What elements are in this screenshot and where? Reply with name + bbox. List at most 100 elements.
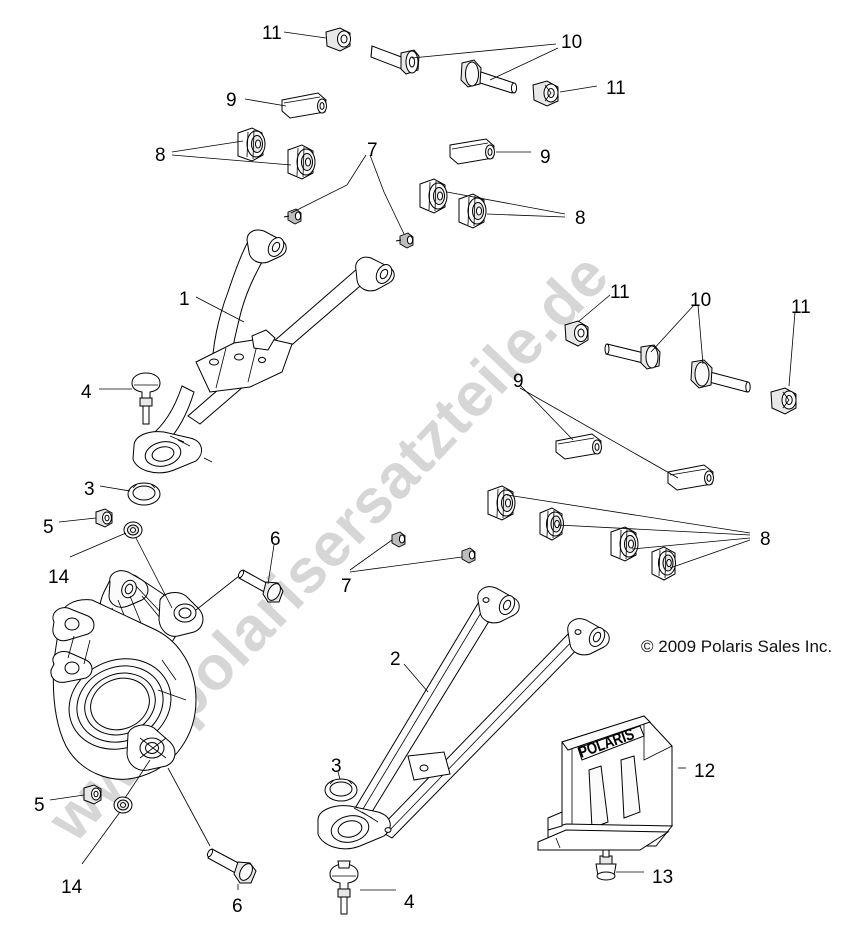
callout-8-upper-left: 8 [155, 145, 166, 166]
leader-11-mid-right [577, 294, 611, 323]
callout-6-upper: 6 [270, 529, 281, 550]
part-upper-control-arm-1 [132, 229, 395, 474]
part-bushing-8-lr-b [539, 507, 564, 541]
leader-7-ub [369, 154, 405, 235]
callout-9-mid-right: 9 [513, 371, 524, 392]
leader-11-top-left [283, 31, 327, 39]
leader-7-la [349, 539, 393, 571]
leader-14-upper [69, 532, 127, 558]
part-washer-14-lower [113, 796, 133, 814]
callout-11-mid-right: 11 [610, 282, 630, 303]
leader-8-lr-b [557, 524, 751, 536]
leader-8-ur-a [446, 191, 566, 215]
part-retaining-ring-3-lower [324, 778, 358, 802]
leader-6-upper [267, 544, 275, 585]
callout-6-lower: 6 [232, 896, 243, 917]
leader-3-lower [337, 771, 341, 780]
callout-11-top-right: 11 [606, 78, 626, 99]
part-steering-knuckle [50, 570, 204, 780]
callout-10-mid-right: 10 [690, 290, 712, 311]
part-sleeve-9-upper-right [449, 138, 495, 165]
callout-9-upper-right: 9 [540, 147, 551, 168]
callout-7-lower: 7 [341, 576, 352, 597]
leader-11-top-right [559, 85, 598, 93]
leader-14-lower [81, 811, 121, 865]
leader-8-ul-a [171, 140, 244, 153]
callout-4-upper: 4 [81, 382, 92, 403]
leader-7-lb [349, 556, 463, 573]
leader-8-lr-d [669, 539, 751, 569]
leader-8-lr-c [631, 537, 751, 550]
part-bushing-8-ur-a [419, 178, 448, 214]
callout-8-lower-right: 8 [760, 529, 771, 550]
callout-3-lower: 3 [331, 756, 342, 777]
part-grease-fitting-7-lb [461, 547, 476, 564]
leader-2 [403, 663, 429, 693]
part-bushing-8-ur-b [458, 193, 487, 229]
callout-1-upper-arm: 1 [179, 289, 190, 310]
part-sleeve-9-mr-b [667, 464, 714, 491]
part-nut-5-lower [83, 784, 102, 805]
part-ball-joint-4-upper [131, 372, 161, 425]
part-bolt-10-mr-a [604, 343, 661, 370]
part-rivet-13 [595, 849, 617, 881]
leader-10-a [411, 43, 557, 59]
callout-11-far-right: 11 [791, 297, 811, 318]
part-sleeve-9-upper-left [281, 92, 327, 119]
leader-6-upper-to-knuckle [195, 575, 240, 611]
part-bolt-6-upper [237, 569, 284, 603]
part-bushing-8-ul-b [287, 144, 316, 180]
leader-11-far-right [788, 311, 796, 387]
leader-6-lower-to-knuckle [167, 767, 211, 847]
part-grease-fitting-7-ub [395, 232, 414, 249]
leader-3-upper [99, 485, 131, 492]
leader-9-mr-b [519, 387, 679, 479]
part-washer-14-upper [123, 521, 143, 539]
callout-14-lower: 14 [61, 877, 83, 898]
part-nut-11-top-left [325, 27, 351, 52]
callout-5-lower: 5 [34, 795, 45, 816]
leader-10-mr-a [650, 304, 695, 353]
leader-10-b [489, 47, 559, 81]
leader-5-upper [58, 517, 97, 523]
copyright-notice: © 2009 Polaris Sales Inc. [641, 637, 833, 656]
part-mud-flap-12: POLARIS [537, 715, 674, 851]
leader-9-upper-left [244, 98, 287, 107]
callout-7-upper: 7 [367, 140, 378, 161]
callout-4-lower: 4 [404, 892, 415, 913]
part-lower-control-arm-2 [317, 586, 610, 850]
callout-11-top-left: 11 [262, 23, 282, 44]
part-grease-fitting-7-la [391, 531, 406, 548]
part-nut-11-far-right [770, 387, 797, 415]
callout-14-upper: 14 [48, 567, 70, 588]
callout-12-mud-flap: 12 [694, 761, 716, 782]
leader-14-lower-to-knuckle [124, 759, 151, 799]
part-ball-joint-4-lower [329, 860, 359, 915]
part-nut-11-mid-right [564, 320, 589, 347]
leader-1 [195, 296, 245, 323]
leader-knuckle-upper-mount [135, 537, 173, 609]
callout-3-upper: 3 [84, 479, 95, 500]
part-nut-5-upper [95, 508, 113, 528]
part-bolt-10-top-lower [460, 59, 518, 94]
part-grease-fitting-7-ua [283, 208, 302, 225]
part-retaining-ring-3-upper [127, 482, 161, 506]
leader-7-ua [290, 154, 367, 214]
part-bolt-10-mr-b [690, 359, 751, 393]
callout-10-top: 10 [561, 32, 583, 53]
callout-8-upper-right: 8 [575, 208, 586, 229]
part-sleeve-9-mr-a [555, 433, 602, 460]
leader-8-ur-b [486, 213, 566, 218]
part-bushing-8-lr-a [487, 485, 516, 521]
part-bushing-8-ul-a [237, 127, 266, 162]
leader-8-lr-a [506, 494, 751, 534]
callout-2-lower-arm: 2 [390, 649, 401, 670]
part-bushing-8-lr-d [651, 546, 676, 581]
callout-13-rivet: 13 [652, 867, 674, 888]
part-bolt-6-lower [206, 848, 257, 884]
leader-10-mr-b [697, 304, 704, 365]
leader-9-mr-a [519, 384, 574, 441]
part-nut-11-top-right [532, 80, 559, 107]
